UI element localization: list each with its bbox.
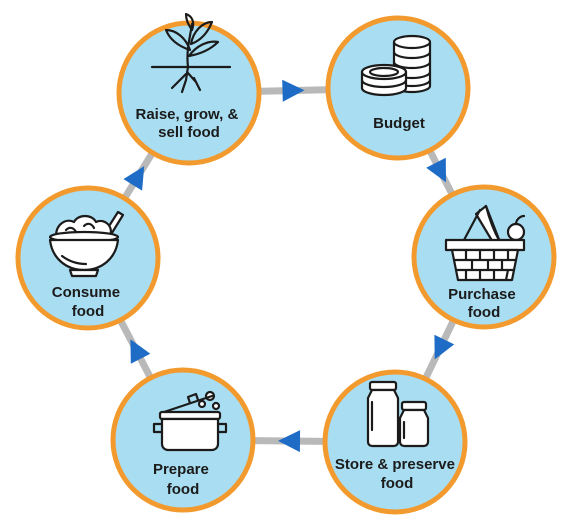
flow-arrow-budget-to-purchase (426, 157, 446, 183)
plant-icon (150, 12, 232, 94)
flow-arrow-raise-to-budget (282, 79, 305, 102)
flow-arrow-consume-to-raise (123, 166, 145, 191)
node-raise-grow-sell-food: Raise, grow, & sell food (116, 12, 262, 166)
jars-icon (366, 380, 430, 448)
node-label: Raise, grow, & sell food (136, 106, 243, 141)
node-label: Budget (373, 115, 425, 132)
node-label: Store & preserve food (335, 456, 459, 492)
node-prepare-food: Prepare food (110, 367, 256, 513)
node-label: Purchase food (448, 286, 520, 321)
coins-icon (360, 34, 432, 97)
flow-arrow-prepare-to-consume (130, 339, 151, 364)
flow-arrow-purchase-to-store (434, 334, 455, 360)
basket-icon (444, 204, 526, 282)
bowl-icon (48, 210, 125, 278)
node-budget: Budget (325, 15, 471, 161)
pot-icon (152, 390, 228, 452)
node-purchase-food: Purchase food (411, 184, 557, 330)
node-label: Prepare food (153, 461, 213, 498)
flow-arrows (123, 79, 455, 453)
flow-arrow-store-to-prepare (278, 430, 301, 453)
node-consume-food: Consume food (15, 185, 161, 331)
node-store-preserve-food: Store & preserve food (322, 369, 468, 515)
node-label: Consume food (52, 284, 125, 320)
